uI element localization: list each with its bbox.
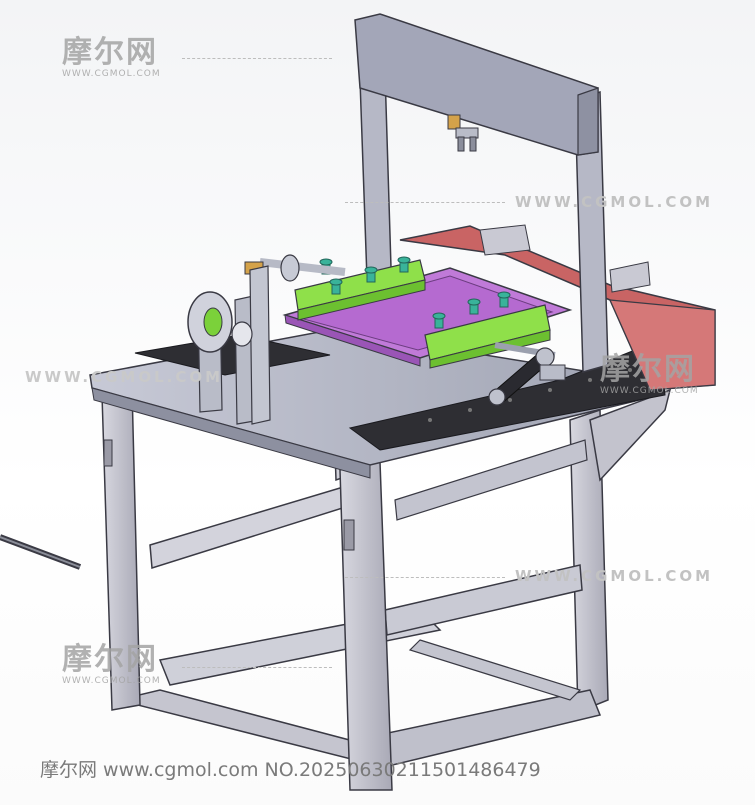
frame-leg-rear-right [569,408,609,714]
watermark-url-left-middle: WWW.CGMOL.COM [25,368,224,386]
red-conveyor-block [399,224,716,391]
watermark-dash-right-top [345,202,505,203]
green-clamp-left [294,259,426,321]
purple-tray [282,267,573,367]
frame-crossbars [149,439,588,636]
watermark-dash-right-bottom [345,577,505,578]
watermark-url-right-bottom: WWW.CGMOL.COM [515,567,714,585]
watermark-dash-bottom [182,667,332,668]
watermark-logo-en-2: WWW.CGMOL.COM [600,386,699,396]
gantry-frame [354,13,609,373]
footer-credit-text: 摩尔网 www.cgmol.com NO.2025063021150148647… [40,759,541,781]
spool-holder [187,265,271,425]
hanging-sensor [447,114,479,152]
watermark-logo-cn-3: 摩尔网 [62,642,158,677]
loose-rod [0,534,82,570]
watermark-logo-middle: 摩尔网 WWW.CGMOL.COM [600,355,699,396]
watermark-logo-cn: 摩尔网 [62,35,158,70]
watermark-url-right-top: WWW.CGMOL.COM [515,193,714,211]
watermark-logo-en: WWW.CGMOL.COM [62,69,161,79]
watermark-logo-en-3: WWW.CGMOL.COM [62,676,161,686]
watermark-logo-top: 摩尔网 WWW.CGMOL.COM [62,38,161,79]
watermark-logo-bottom: 摩尔网 WWW.CGMOL.COM [62,645,161,686]
frame-leg-front-right [339,461,393,791]
watermark-dash-top [182,58,332,59]
drive-belt [488,342,566,406]
green-clamp-right [424,304,551,369]
watermark-logo-cn-2: 摩尔网 [600,352,696,387]
